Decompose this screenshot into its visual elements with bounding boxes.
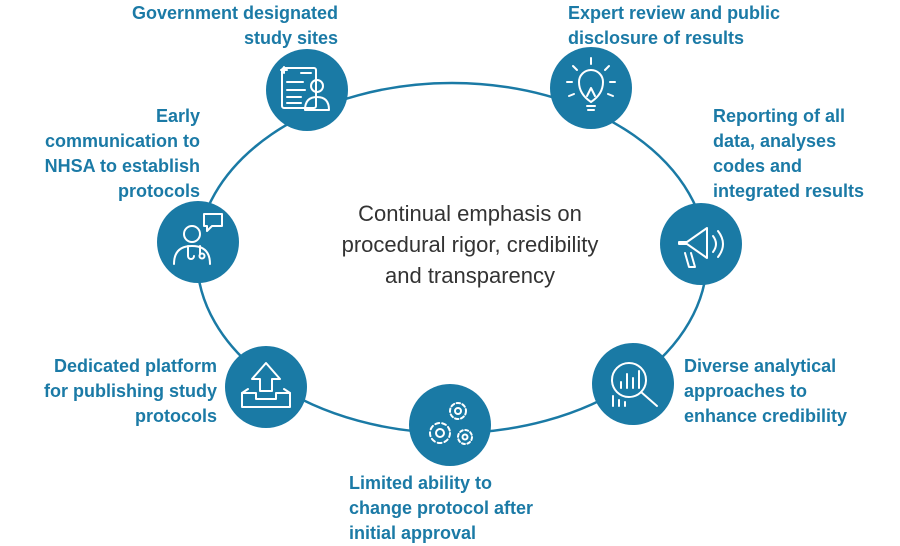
node-early-communication: [157, 201, 239, 283]
node-dedicated-platform: [225, 346, 307, 428]
upload-tray-icon: [241, 362, 291, 408]
node-government-sites: [266, 49, 348, 131]
node-expert-review: [550, 47, 632, 129]
node-analytical-approaches: [592, 343, 674, 425]
label-reporting: Reporting of all data, analyses codes an…: [713, 106, 865, 201]
label-dedicated-platform: Dedicated platform for publishing study …: [44, 356, 217, 426]
label-analytical-approaches: Diverse analytical approaches to enhance…: [684, 356, 848, 426]
megaphone-icon: [678, 227, 724, 268]
center-statement: Continual emphasis on procedural rigor, …: [341, 201, 599, 288]
magnifier-chart-icon: [611, 362, 658, 407]
doctor-chat-icon: [173, 213, 223, 265]
label-government-sites: Government designated study sites: [131, 3, 338, 48]
label-limited-ability: Limited ability to change protocol after…: [349, 473, 534, 543]
label-expert-review: Expert review and public disclosure of r…: [568, 3, 781, 48]
lightbulb-icon: [566, 57, 616, 111]
gears-icon: [429, 402, 473, 445]
document-person-icon: [280, 66, 330, 111]
node-limited-ability: [409, 384, 491, 466]
node-reporting: [660, 203, 742, 285]
label-early-communication: Early communication to NHSA to establish…: [44, 106, 200, 201]
